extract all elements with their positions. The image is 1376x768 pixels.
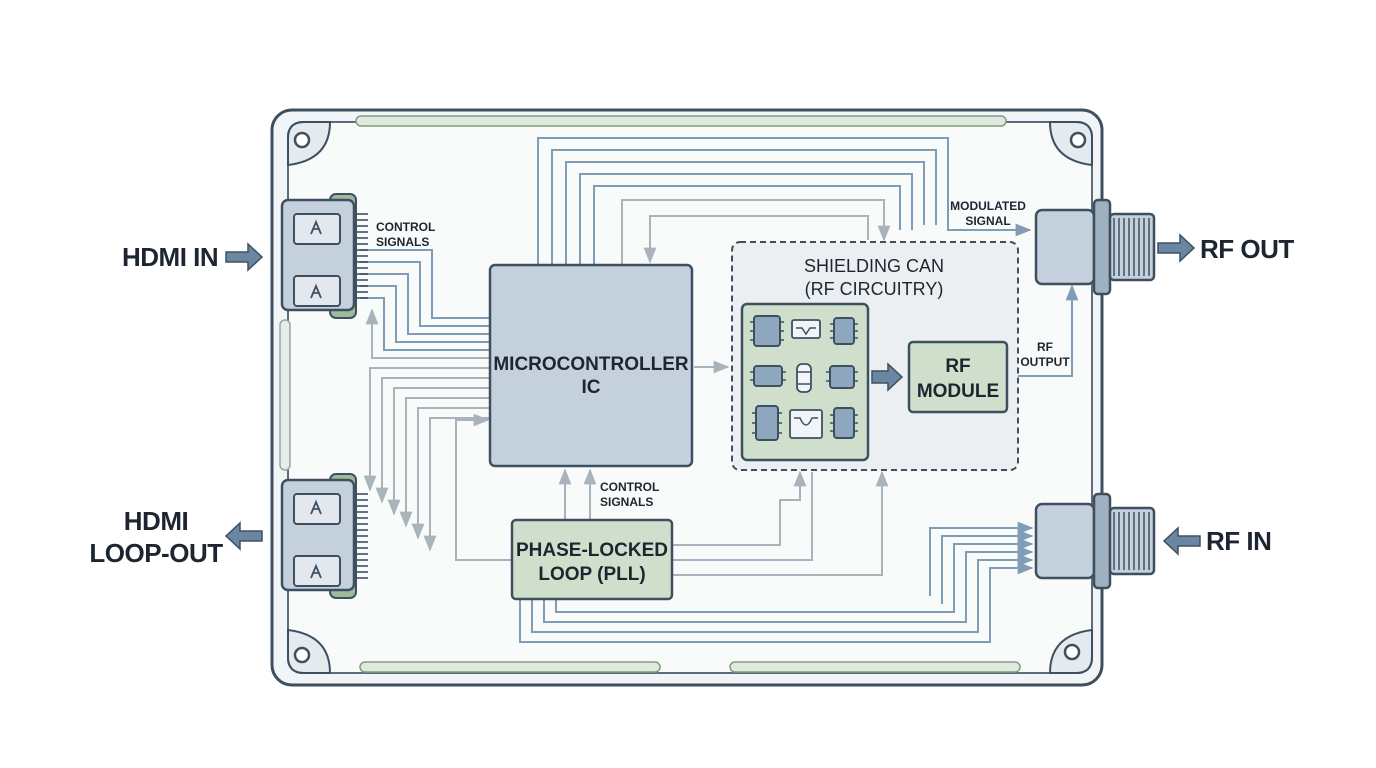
mount-hole-tl	[287, 121, 332, 167]
wires-feedback	[621, 199, 891, 374]
microcontroller-block: MICROCONTROLLER IC	[488, 263, 694, 468]
rf-output-label-line1: RF	[1037, 340, 1053, 354]
hdmi-out-arrow-icon	[224, 521, 263, 551]
rf-in-arrow-icon	[1162, 526, 1201, 556]
chip-icon	[830, 317, 858, 345]
control-signals-top-line2: SIGNALS	[376, 235, 429, 249]
hdmi-loop-out-label-line1: HDMI	[124, 506, 188, 536]
rf-in-connector	[1034, 492, 1156, 590]
chip-icon	[830, 407, 858, 439]
board-to-module-arrow-icon	[871, 362, 904, 392]
wires-hdmi-in-return	[365, 308, 490, 359]
rf-module-label-line2: MODULE	[917, 381, 999, 402]
rf-module-label-line1: RF	[945, 356, 970, 377]
capacitor-icon	[796, 363, 812, 393]
pll-label-line2: LOOP (PLL)	[538, 564, 645, 585]
chip-icon	[750, 315, 784, 347]
chip-icon	[826, 365, 858, 389]
control-signals-top-line1: CONTROL	[376, 220, 435, 234]
chip-icon	[752, 405, 782, 441]
rf-component-board	[740, 302, 870, 462]
control-signals-bottom-line2: SIGNALS	[600, 495, 653, 509]
wires-hdmi-out	[363, 367, 490, 552]
rf-output-label-line2: OUTPUT	[1020, 355, 1070, 369]
pll-label-line1: PHASE-LOCKED	[516, 540, 668, 561]
shielding-can: SHIELDING CAN (RF CIRCUITRY)	[731, 241, 1019, 471]
microcontroller-label-line1: MICROCONTROLLER	[493, 354, 689, 375]
hdmi-loop-out-label-line2: LOOP-OUT	[89, 538, 223, 568]
wire-rf-output	[1016, 284, 1079, 377]
chip-icon	[750, 365, 786, 387]
mount-hole-br	[1048, 628, 1093, 674]
filter-icon	[789, 409, 823, 439]
filter-icon	[791, 319, 821, 339]
hdmi-in-connector	[280, 193, 368, 319]
rail-bottom-left	[359, 661, 661, 673]
wires-top-bus	[537, 137, 1032, 265]
shielding-can-label-line1: SHIELDING CAN	[804, 256, 944, 276]
microcontroller-label-line2: IC	[582, 377, 601, 398]
mount-hole-bl	[287, 628, 332, 674]
rail-top	[355, 115, 1007, 127]
pll-block: PHASE-LOCKED LOOP (PLL)	[510, 518, 674, 601]
modulated-signal-line2: SIGNAL	[965, 214, 1010, 228]
rail-left	[279, 319, 291, 471]
hdmi-in-label: HDMI IN	[122, 242, 218, 272]
rf-module-block: RF MODULE	[907, 340, 1009, 414]
shielding-can-label-line2: (RF CIRCUITRY)	[805, 279, 944, 299]
hdmi-out-connector	[280, 473, 368, 599]
hdmi-in-arrow-icon	[225, 242, 264, 272]
rail-bottom-right	[729, 661, 1021, 673]
rf-out-connector	[1034, 198, 1156, 296]
modulated-signal-line1: MODULATED	[950, 199, 1026, 213]
wires-pll	[455, 413, 889, 576]
rf-out-arrow-icon	[1157, 233, 1196, 263]
wires-rf-in	[519, 521, 1034, 643]
mount-hole-tr	[1048, 121, 1093, 167]
rf-out-label: RF OUT	[1200, 234, 1294, 264]
wires-hdmi-in	[360, 249, 490, 351]
rf-in-label: RF IN	[1206, 526, 1271, 556]
control-signals-bottom-line1: CONTROL	[600, 480, 659, 494]
